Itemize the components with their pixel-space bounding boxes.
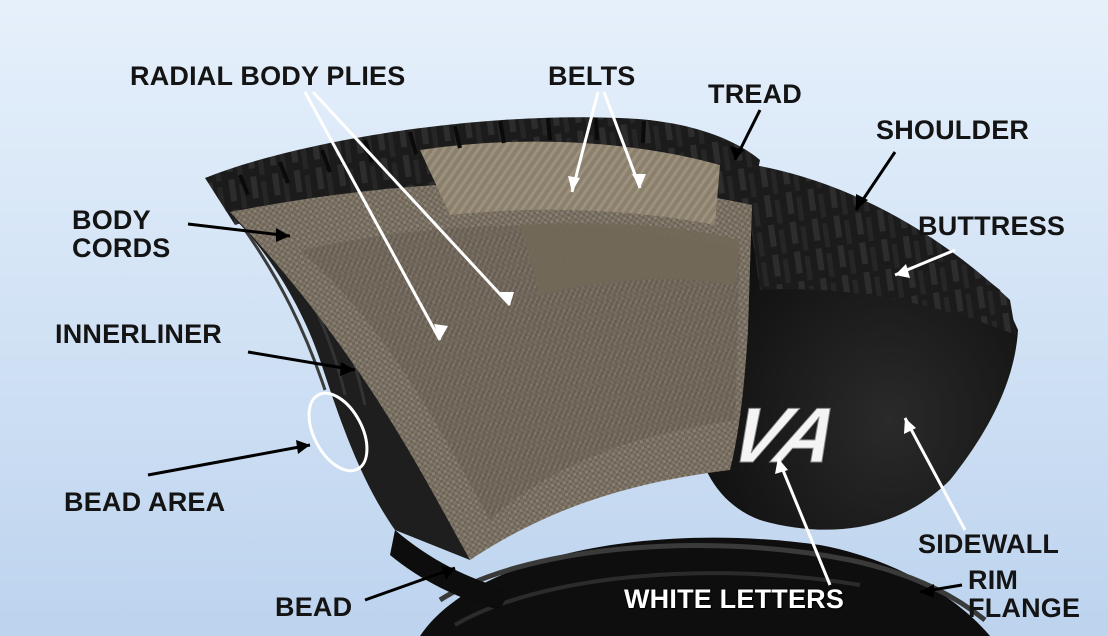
label-rim-flange-line2: FLANGE: [968, 594, 1080, 622]
label-rim-flange-line1: RIM: [968, 566, 1080, 594]
label-sidewall: SIDEWALL: [918, 530, 1059, 558]
label-body-cords-line1: BODY: [72, 206, 171, 234]
label-white-letters: WHITE LETTERS: [624, 585, 844, 613]
label-tread: TREAD: [708, 80, 802, 108]
label-body-cords: BODY CORDS: [72, 206, 171, 262]
label-radial-body-plies: RADIAL BODY PLIES: [130, 62, 405, 90]
label-bead: BEAD: [275, 593, 352, 621]
label-rim-flange: RIM FLANGE: [968, 566, 1080, 622]
label-innerliner: INNERLINER: [55, 320, 222, 348]
label-bead-area: BEAD AREA: [64, 488, 225, 516]
label-belts: BELTS: [548, 62, 636, 90]
label-shoulder: SHOULDER: [876, 116, 1029, 144]
label-body-cords-line2: CORDS: [72, 234, 171, 262]
label-buttress: BUTTRESS: [918, 212, 1065, 240]
